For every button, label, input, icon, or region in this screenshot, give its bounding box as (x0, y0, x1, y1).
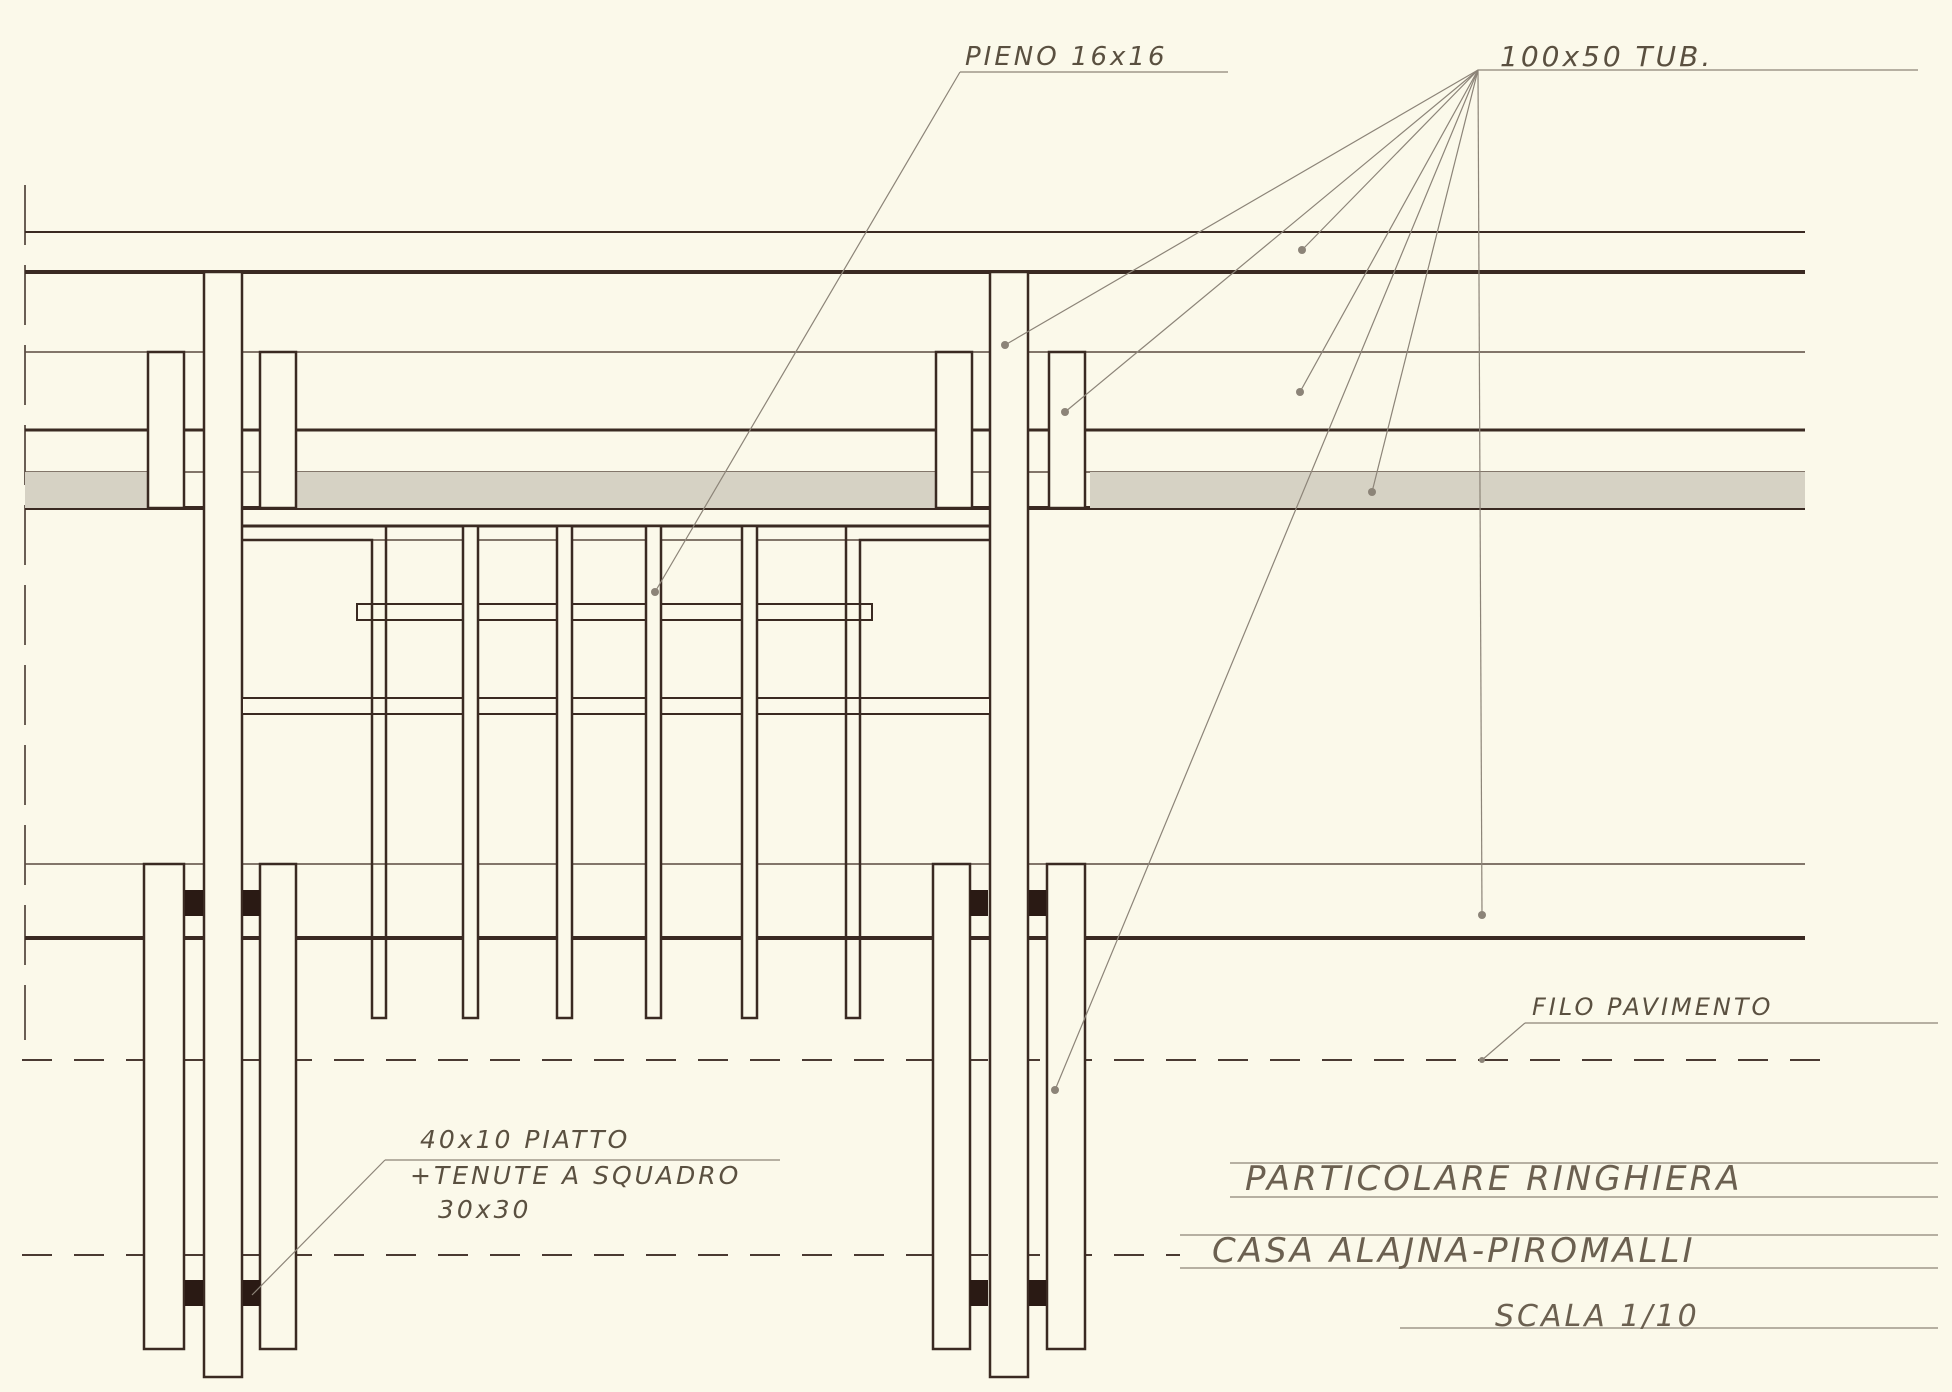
leader-lines (251, 69, 1938, 1296)
flat-bar-connectors (185, 890, 1046, 1306)
floor-dashed-lines (22, 1059, 1820, 1256)
main-post-left (202, 270, 244, 1379)
leader-dots (651, 246, 1486, 1094)
lower-beam (25, 863, 1805, 940)
label-tube: 100x50 TUB. (1500, 40, 1713, 73)
title-line-3: SCALA 1/10 (1495, 1299, 1700, 1334)
label-flat-bar-1: 40x10 PIATTO (420, 1125, 630, 1154)
title-line-1: PARTICOLARE RINGHIERA (1245, 1159, 1743, 1199)
title-block-lines (1180, 1162, 1938, 1329)
pickets (461, 524, 759, 1020)
main-post-right (988, 270, 1030, 1379)
label-pieno: PIENO 16x16 (965, 42, 1168, 72)
title-line-2: CASA ALAJNA-PIROMALLI (1212, 1231, 1696, 1271)
balustrade-panel (241, 524, 991, 1020)
label-floor-line: FILO PAVIMENTO (1532, 993, 1773, 1021)
label-flat-bar-2: +TENUTE A SQUADRO (410, 1161, 741, 1190)
upper-short-posts (146, 350, 1087, 510)
label-flat-bar-3: 30x30 (438, 1195, 531, 1224)
lower-short-posts (142, 862, 1087, 1351)
hatched-band (25, 472, 1805, 508)
top-rail (25, 231, 1805, 274)
